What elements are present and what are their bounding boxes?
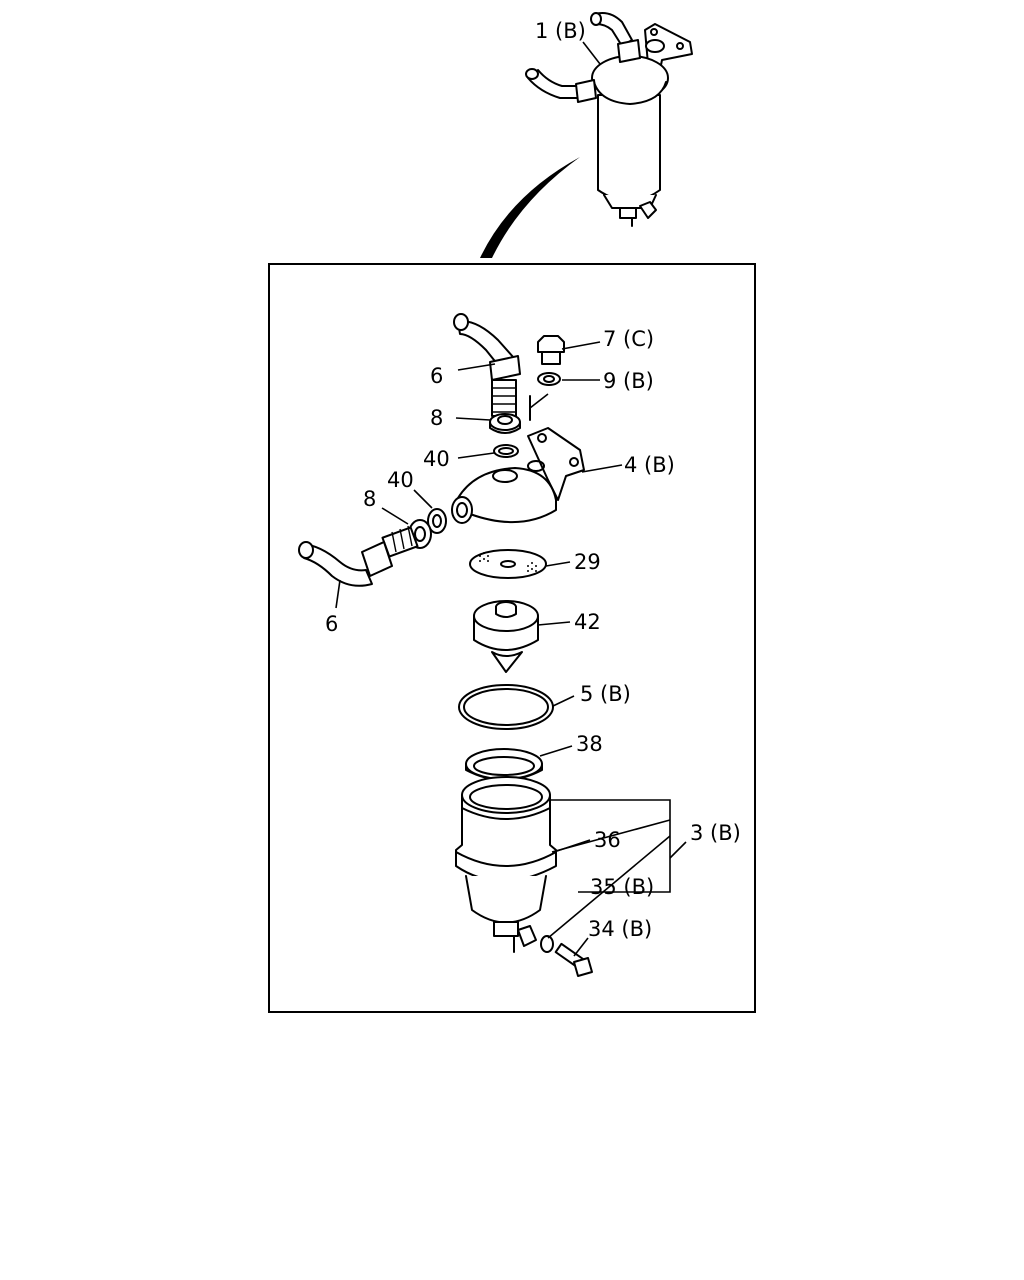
label-ring: 38 bbox=[576, 732, 603, 756]
label-oring-side: 40 bbox=[387, 468, 414, 492]
filter-head-icon bbox=[451, 393, 585, 524]
label-element: 42 bbox=[574, 610, 601, 634]
plug-bolt-icon bbox=[537, 335, 565, 365]
filter-bowl-icon bbox=[455, 776, 557, 953]
washer-icon bbox=[540, 935, 554, 953]
screen-disc-icon bbox=[469, 549, 547, 579]
label-nut-side: 8 bbox=[363, 487, 376, 511]
washer-icon bbox=[537, 372, 561, 386]
label-washer-plug: 9 (B) bbox=[603, 369, 654, 393]
elbow-pipe-icon bbox=[298, 525, 419, 587]
o-ring-icon bbox=[493, 444, 519, 458]
connector-arc bbox=[480, 157, 580, 258]
elbow-pipe-icon bbox=[453, 313, 521, 417]
label-bowl: 36 bbox=[594, 828, 621, 852]
label-gasket: 5 (B) bbox=[580, 682, 631, 706]
label-nut-top: 8 bbox=[430, 406, 443, 430]
label-screen: 29 bbox=[574, 550, 601, 574]
label-washer-drain: 35 (B) bbox=[590, 875, 654, 899]
label-head: 4 (B) bbox=[624, 453, 675, 477]
leader-lines bbox=[335, 341, 687, 957]
gasket-icon bbox=[458, 684, 554, 730]
label-drain-plug: 34 (B) bbox=[588, 917, 652, 941]
nut-icon bbox=[489, 413, 521, 434]
label-assembly: 1 (B) bbox=[535, 19, 586, 43]
label-pipe-top: 6 bbox=[430, 364, 443, 388]
drain-plug-icon bbox=[554, 942, 593, 977]
label-pipe-side: 6 bbox=[325, 612, 338, 636]
label-plug: 7 (C) bbox=[603, 327, 654, 351]
label-bowl-assy: 3 (B) bbox=[690, 821, 741, 845]
o-ring-icon bbox=[427, 508, 447, 534]
fuel-filter-assembly-icon bbox=[525, 12, 693, 227]
label-oring-top: 40 bbox=[423, 447, 450, 471]
ring-icon bbox=[465, 748, 543, 781]
filter-element-icon bbox=[473, 600, 539, 673]
exploded-view-frame bbox=[268, 263, 756, 1013]
